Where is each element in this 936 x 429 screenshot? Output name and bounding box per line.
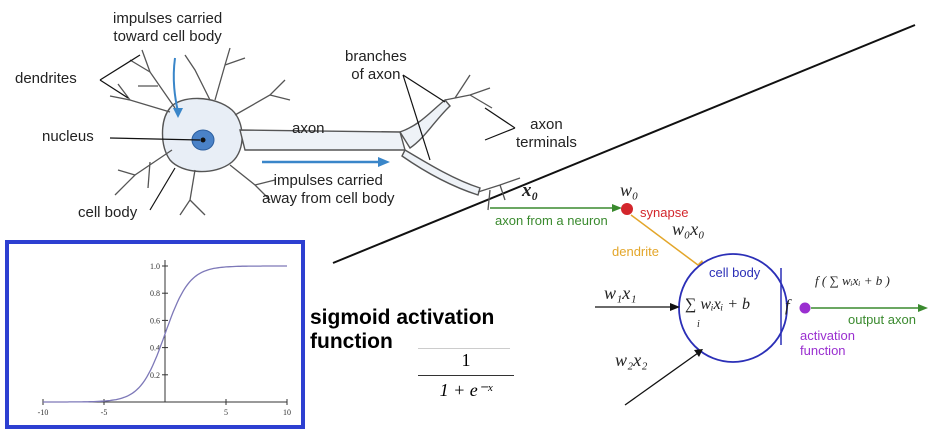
formula-denominator: 1 + e⁻ˣ — [439, 380, 493, 400]
label-impulses-away: impulses carried away from cell body — [262, 172, 395, 207]
label-cell-body: cell body — [78, 204, 138, 221]
y-tick-label: 0.2 — [150, 371, 160, 380]
label-synapse: synapse — [640, 205, 689, 220]
label-cell-body-model: cell body — [709, 265, 761, 280]
label-nucleus: nucleus — [42, 128, 94, 145]
label-w1x1: w₁x₁ — [604, 283, 637, 303]
label-activation-function: activation function — [800, 328, 855, 358]
pointer-lines — [99, 54, 516, 211]
label-output-expression: f ( ∑ wᵢxᵢ + b ) — [815, 273, 890, 288]
label-w0: w₀ — [620, 180, 639, 200]
sigmoid-curve — [43, 265, 287, 403]
y-tick-label: 1.0 — [150, 262, 160, 271]
activation-node — [799, 302, 811, 314]
cell-body-circle — [678, 253, 788, 363]
label-axon-from-neuron: axon from a neuron — [495, 213, 608, 228]
label-branches-of-axon: branches of axon — [345, 48, 407, 83]
dendrite-branches — [109, 47, 521, 216]
divider-line — [332, 24, 916, 264]
fraction-bar — [418, 375, 514, 376]
label-w0x0: w₀x₀ — [672, 219, 705, 239]
x-tick-label: 10 — [283, 408, 291, 417]
y-tick-label: 0.8 — [150, 289, 160, 298]
label-axon: axon — [292, 120, 325, 137]
dendrite-line — [630, 214, 703, 269]
label-sum-expression: ∑ wᵢxᵢ + b — [685, 296, 751, 313]
synapse-node — [621, 203, 633, 215]
x-tick-label: 5 — [224, 408, 228, 417]
label-f: f — [785, 296, 790, 315]
label-impulses-toward: impulses carried toward cell body — [113, 10, 223, 45]
label-w2x2: w₂x₂ — [615, 350, 648, 370]
label-output-axon: output axon — [848, 312, 916, 327]
label-x0: x₀ — [522, 180, 539, 201]
sigmoid-formula: 1 1 + e⁻ˣ — [418, 350, 514, 401]
label-axon-terminals: axon terminals — [516, 116, 577, 151]
sigmoid-title: sigmoid activation function — [310, 306, 495, 353]
formula-rule — [418, 348, 510, 349]
nucleolus-dot — [200, 137, 206, 143]
formula-numerator: 1 — [461, 350, 471, 370]
input-2-line — [624, 352, 699, 406]
sigmoid-plot-frame: -10 -5 5 10 0.2 0.4 0.6 0.8 1.0 — [5, 240, 305, 429]
sigmoid-chart: -10 -5 5 10 0.2 0.4 0.6 0.8 1.0 — [38, 260, 291, 417]
y-tick-label: 0.4 — [150, 344, 160, 353]
label-sum-index: i — [697, 319, 700, 330]
y-tick-label: 0.6 — [150, 316, 160, 325]
x-tick-label: -5 — [101, 408, 108, 417]
label-dendrite: dendrite — [612, 244, 659, 259]
x-tick-label: -10 — [38, 408, 49, 417]
label-dendrites: dendrites — [15, 70, 77, 87]
